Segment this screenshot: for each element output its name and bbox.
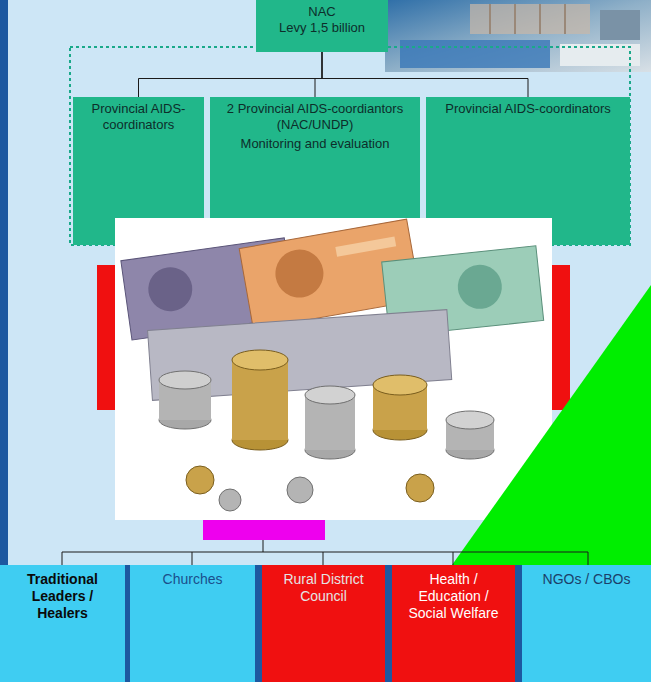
- stakeholder-box: NGOs / CBOs: [522, 565, 651, 682]
- stakeholder-box: Churches: [130, 565, 255, 682]
- node-text: Health / Education / Social Welfare: [398, 571, 509, 621]
- node-text: 2 Provincial AIDS-coordiantors (NAC/UNDP…: [214, 101, 416, 132]
- top-box: NACLevy 1,5 billion: [256, 0, 388, 52]
- dashed-outline: [70, 47, 630, 245]
- branch-lines: [62, 540, 588, 565]
- stakeholder-box: Rural District Council: [262, 565, 385, 682]
- coins: [159, 350, 494, 511]
- money-picture: [115, 218, 552, 520]
- process-box: Provincial AIDS-coordinators: [73, 97, 204, 216]
- node-text: NGOs / CBOs: [528, 571, 645, 588]
- magenta-bar: [203, 520, 325, 540]
- stakeholder-box: Health / Education / Social Welfare: [392, 565, 515, 682]
- node-text: Levy 1,5 billion: [260, 20, 384, 36]
- process-box: Provincial AIDS-coordinators: [426, 97, 630, 216]
- connector-line: [315, 52, 322, 97]
- node-text: Provincial AIDS-coordinators: [430, 101, 626, 117]
- connector-line: [139, 52, 323, 97]
- stakeholder-box: Traditional Leaders / Healers: [0, 565, 125, 682]
- node-text: Rural District Council: [268, 571, 379, 605]
- hospital-photo: [385, 0, 651, 72]
- connector-line: [322, 52, 528, 97]
- node-text: Traditional Leaders / Healers: [6, 571, 119, 621]
- node-text: NAC: [260, 4, 384, 20]
- node-text: Monitoring and evaluation: [214, 136, 416, 152]
- light-panel: [8, 0, 651, 565]
- process-box: 2 Provincial AIDS-coordiantors (NAC/UNDP…: [210, 97, 420, 216]
- node-text: Churches: [136, 571, 249, 588]
- node-text: Provincial AIDS-coordinators: [77, 101, 200, 132]
- green-triangle: [452, 285, 651, 565]
